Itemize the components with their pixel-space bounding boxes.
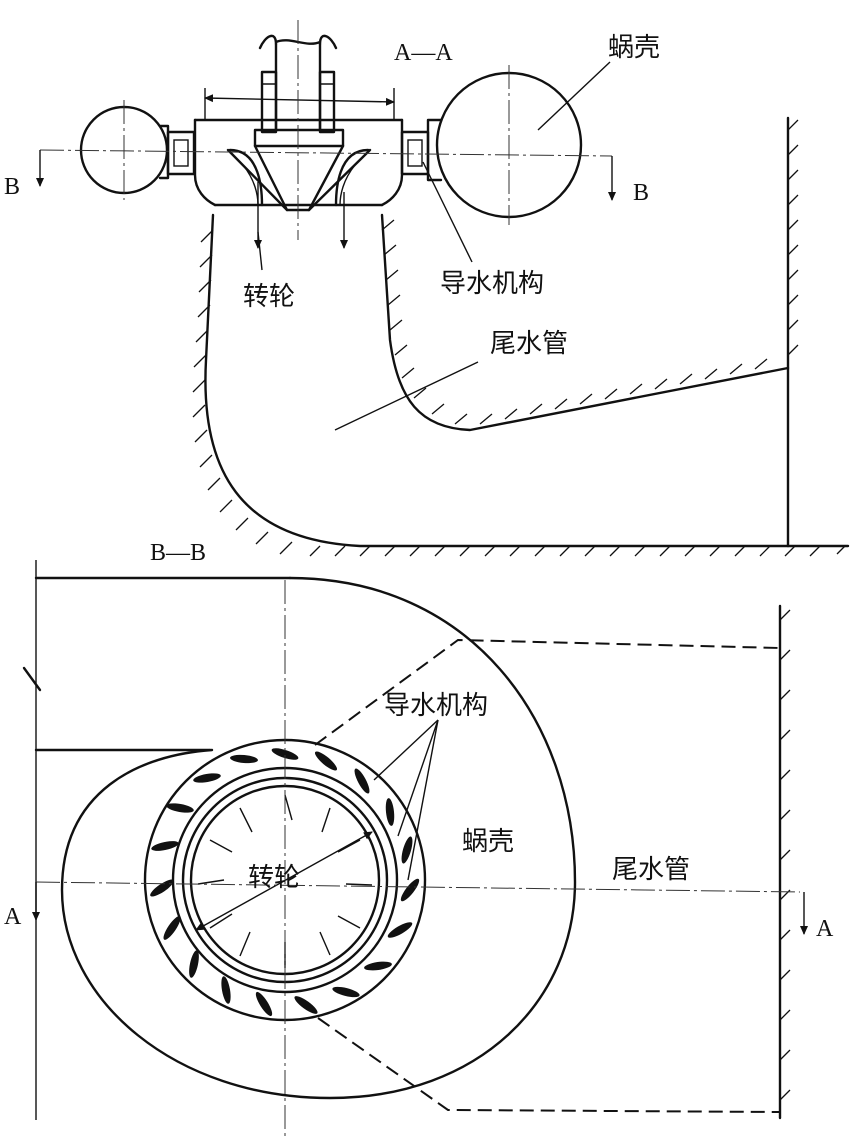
guide-apparatus-label-bb: 导水机构	[384, 691, 488, 721]
guide-vane-left	[166, 130, 196, 176]
runner-diameter-dimension	[195, 831, 373, 931]
runner-label-bb: 转轮	[248, 863, 300, 893]
guide-vane-right	[400, 130, 430, 176]
draft-tube-label-bb: 尾水管	[612, 855, 690, 885]
cut-marker-a-left: A	[4, 904, 22, 930]
runner-label-aa: 转轮	[243, 282, 295, 312]
cut-marker-b-right: B	[633, 180, 649, 206]
cut-marker-a-right: A	[816, 916, 834, 942]
draft-tube-label-aa: 尾水管	[490, 329, 568, 359]
draft-tube-section	[192, 116, 850, 557]
volute-label-aa: 蜗壳	[608, 33, 660, 63]
section-aa-title: A—A	[394, 40, 453, 66]
guide-apparatus-label-aa: 导水机构	[440, 269, 544, 299]
section-bb-title: B—B	[150, 540, 206, 566]
volute-label-bb: 蜗壳	[462, 827, 514, 857]
volute-spiral	[60, 576, 577, 1100]
section-aa: B B A—A 蜗壳 导水机构 转轮 尾水管	[4, 20, 850, 557]
guide-vanes	[150, 748, 420, 1017]
section-bb: A A B—B 导水机构 转轮 蜗壳 尾水管	[4, 540, 834, 1140]
runner-width-dimension	[204, 94, 395, 106]
cut-marker-b-left: B	[4, 174, 20, 200]
